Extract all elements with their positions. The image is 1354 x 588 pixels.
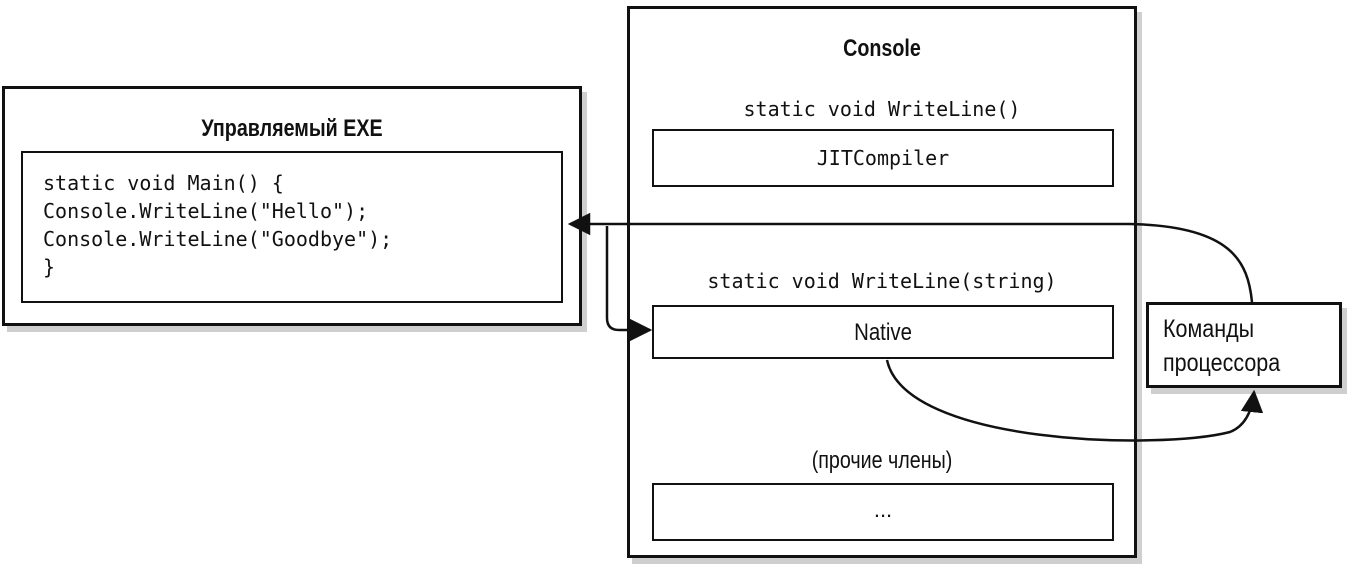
cpu-instructions-line-1: Команды [1163, 315, 1255, 343]
other-members-label: (прочие члены) [811, 447, 953, 474]
console-title: Console [843, 35, 921, 62]
cpu-instructions-line-2: процессора [1163, 349, 1281, 377]
native-code-box: Native [652, 305, 1114, 359]
managed-exe-box: Управляемый EXE static void Main() { Con… [2, 86, 582, 326]
code-line-3: Console.WriteLine("Goodbye"); [43, 227, 393, 251]
console-class-box: Console static void WriteLine() JITCompi… [627, 6, 1137, 558]
code-line-4: } [43, 255, 56, 279]
writeline-string-signature: static void WriteLine(string) [707, 269, 1057, 293]
jit-compiler-box: JITCompiler [652, 129, 1114, 187]
native-label: Native [854, 319, 912, 346]
other-members-box: ... [652, 483, 1114, 541]
cpu-instructions-box: Команды процессора [1146, 302, 1342, 388]
main-code-box: static void Main() { Console.WriteLine("… [21, 151, 563, 303]
other-members-ellipsis: ... [873, 497, 893, 522]
writeline-noarg-signature: static void WriteLine() [743, 97, 1021, 121]
code-line-2: Console.WriteLine("Hello"); [43, 199, 369, 223]
code-line-1: static void Main() { [43, 171, 284, 195]
jit-compiler-label: JITCompiler [816, 146, 950, 170]
managed-exe-title: Управляемый EXE [201, 115, 383, 142]
